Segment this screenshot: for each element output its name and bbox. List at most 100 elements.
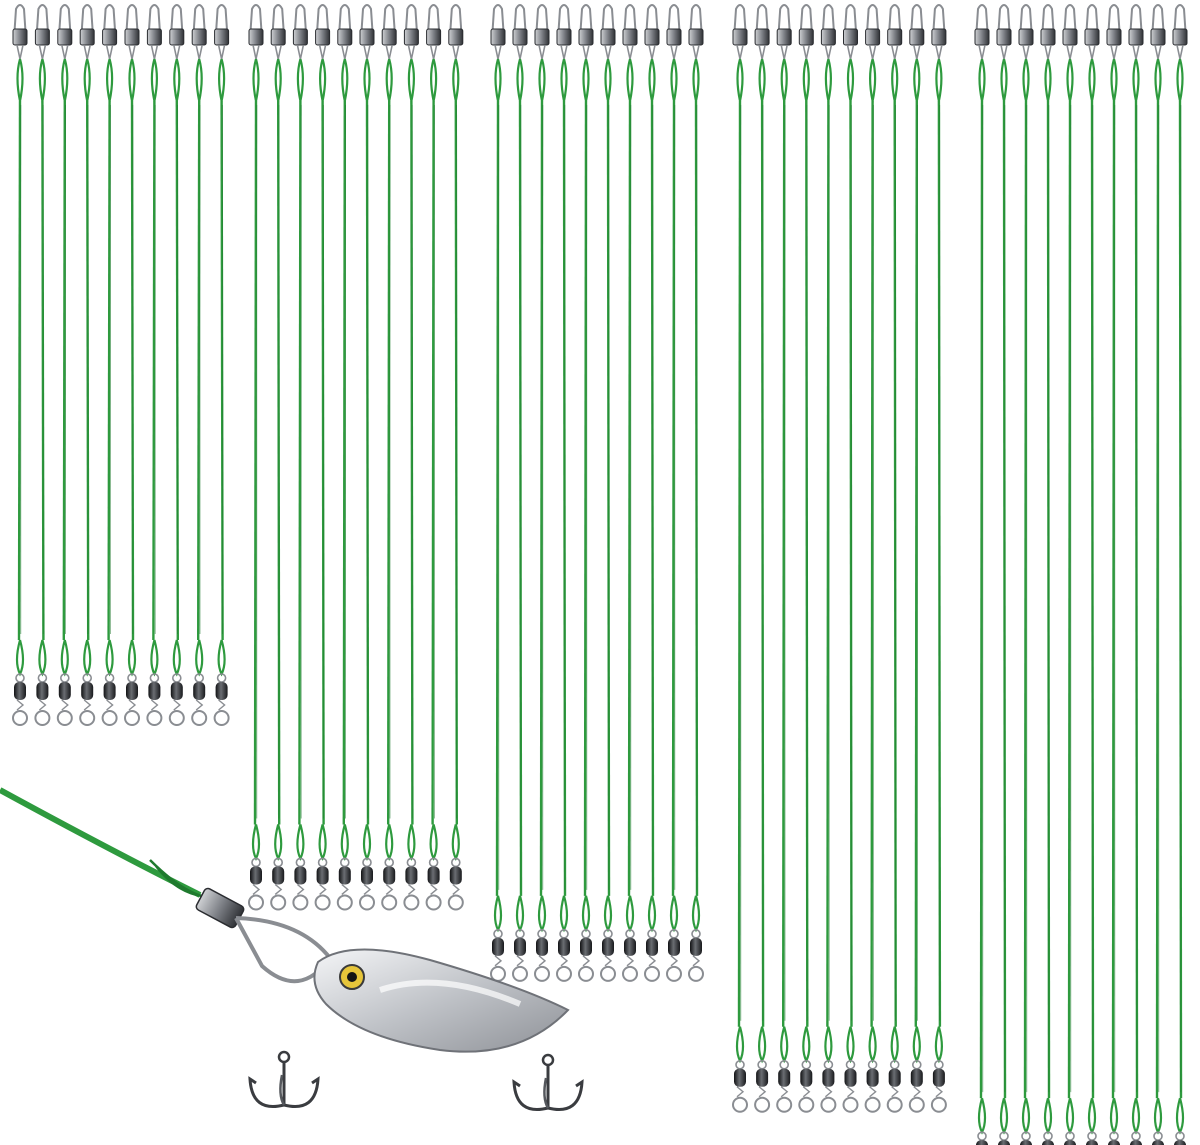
snap-swivel-icon bbox=[315, 4, 331, 60]
snap-swivel-icon bbox=[381, 4, 397, 60]
wire-strand bbox=[107, 100, 111, 641]
barrel-swivel-icon bbox=[1020, 1131, 1032, 1145]
barrel-swivel-icon bbox=[930, 1059, 947, 1113]
wire-loop-top bbox=[430, 58, 438, 102]
wire-leader bbox=[666, 4, 682, 982]
barrel-swivel-icon bbox=[124, 673, 140, 726]
snap-swivel-icon bbox=[79, 4, 95, 60]
wire-strand bbox=[253, 100, 258, 825]
wire-leader bbox=[34, 4, 51, 726]
wire-loop-top bbox=[538, 58, 546, 102]
wire-loop-bottom bbox=[1175, 1097, 1185, 1135]
wire-strand bbox=[737, 100, 742, 1027]
barrel-swivel-icon bbox=[359, 857, 375, 911]
snap-swivel-icon bbox=[578, 4, 594, 60]
wire-leader bbox=[79, 4, 96, 726]
barrel-swivel-icon bbox=[908, 1059, 925, 1113]
wire-loop-bottom bbox=[407, 824, 416, 861]
wire-leader bbox=[996, 4, 1012, 1145]
wire-loop-top bbox=[494, 58, 502, 102]
barrel-swivel-icon bbox=[12, 673, 28, 726]
barrel-swivel-icon bbox=[556, 929, 572, 982]
wire-loop-top bbox=[195, 58, 203, 102]
bundle-1 bbox=[12, 4, 230, 726]
wire-loop-bottom bbox=[127, 639, 137, 677]
snap-swivel-icon bbox=[490, 4, 506, 60]
wire-loop-bottom bbox=[296, 824, 305, 861]
wire-loop-bottom bbox=[318, 824, 327, 861]
barrel-swivel-icon bbox=[270, 857, 287, 911]
snap-swivel-icon bbox=[1150, 4, 1166, 60]
snap-swivel-icon bbox=[1040, 4, 1056, 60]
barrel-swivel-icon bbox=[447, 857, 464, 911]
wire-loop-top bbox=[274, 58, 282, 102]
barrel-swivel-icon bbox=[644, 929, 660, 982]
wire-loop-top bbox=[560, 58, 568, 102]
snap-swivel-icon bbox=[1128, 4, 1144, 60]
wire-loop-top bbox=[1066, 58, 1074, 102]
treble-hook-icon bbox=[512, 1053, 584, 1111]
wire-leader bbox=[732, 4, 748, 1113]
snap-swivel-icon bbox=[996, 4, 1012, 60]
wire-loop-bottom bbox=[38, 639, 47, 677]
barrel-swivel-icon bbox=[213, 673, 230, 726]
wire-leader bbox=[1062, 4, 1078, 1145]
wire-loop-bottom bbox=[669, 895, 679, 933]
wire-loop-top bbox=[670, 58, 678, 102]
wire-loop-top bbox=[296, 58, 304, 102]
wire-loop-bottom bbox=[105, 639, 114, 677]
barrel-swivel-icon bbox=[34, 673, 51, 726]
wire-loop-bottom bbox=[758, 1026, 767, 1064]
snap-swivel-icon bbox=[600, 4, 616, 60]
barrel-swivel-icon bbox=[864, 1059, 881, 1113]
wire-leader bbox=[512, 4, 528, 982]
wire-loop-top bbox=[341, 58, 349, 102]
barrel-swivel-icon bbox=[381, 857, 398, 911]
wire-loop-bottom bbox=[977, 1097, 987, 1135]
barrel-swivel-icon bbox=[776, 1059, 793, 1113]
wire-strand bbox=[1111, 100, 1116, 1099]
wire-loop-top bbox=[869, 58, 877, 102]
wire-leader bbox=[490, 4, 506, 982]
wire-leader bbox=[776, 4, 793, 1113]
wire-loop-top bbox=[516, 58, 524, 102]
wire-leader bbox=[820, 4, 837, 1113]
wire-loop-bottom bbox=[195, 639, 204, 677]
barrel-swivel-icon bbox=[191, 673, 208, 726]
wire-loop-bottom bbox=[274, 824, 283, 861]
barrel-swivel-icon bbox=[403, 857, 420, 911]
snap-swivel-icon bbox=[1018, 4, 1034, 60]
barrel-swivel-icon bbox=[1042, 1131, 1054, 1145]
snap-swivel-icon bbox=[359, 4, 375, 60]
wire-leader bbox=[1172, 4, 1188, 1145]
barrel-swivel-icon bbox=[79, 673, 96, 726]
barrel-swivel-icon bbox=[314, 857, 331, 911]
wire-loop-top bbox=[452, 58, 460, 102]
wire-loop-bottom bbox=[172, 639, 181, 677]
wire-leader bbox=[1150, 4, 1166, 1145]
spinner-lure-icon bbox=[313, 948, 570, 1053]
barrel-swivel-icon bbox=[842, 1059, 859, 1113]
wire-leader bbox=[425, 4, 442, 911]
barrel-swivel-icon bbox=[1174, 1131, 1186, 1145]
barrel-swivel-icon bbox=[146, 673, 163, 726]
barrel-swivel-icon bbox=[998, 1131, 1010, 1145]
wire-loop-top bbox=[802, 58, 810, 102]
wire-loop-bottom bbox=[934, 1026, 943, 1064]
barrel-swivel-icon bbox=[754, 1059, 771, 1113]
wire-leader bbox=[908, 4, 925, 1113]
wire-loop-top bbox=[363, 58, 371, 102]
barrel-swivel-icon bbox=[1086, 1131, 1098, 1145]
wire-leader bbox=[688, 4, 704, 982]
wire-strand bbox=[342, 100, 346, 825]
wire-loop-bottom bbox=[493, 895, 503, 933]
snap-swivel-icon bbox=[248, 4, 264, 60]
snap-swivel-icon bbox=[57, 4, 73, 60]
wire-loop-bottom bbox=[691, 895, 701, 933]
wire-strand bbox=[914, 100, 918, 1027]
snap-swivel-icon bbox=[195, 887, 333, 984]
wire-strand bbox=[627, 100, 632, 896]
wire-loop-bottom bbox=[735, 1026, 745, 1064]
wire-loop-top bbox=[824, 58, 832, 102]
